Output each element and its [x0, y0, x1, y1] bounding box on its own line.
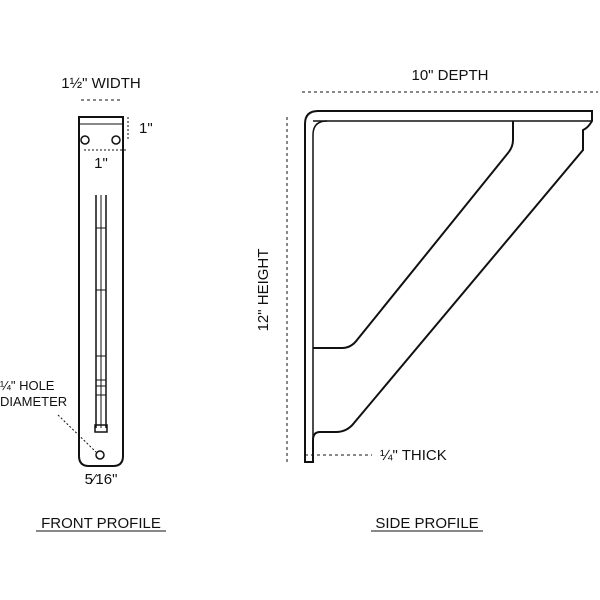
height-label: 12" HEIGHT [255, 249, 272, 332]
bottom-offset-label: 5⁄16" [85, 471, 118, 488]
side-gusset-cutout [313, 121, 514, 349]
width-label: 1½" WIDTH [61, 75, 141, 92]
hole-diameter-leader-line [57, 414, 97, 453]
hole-spacing-label: 1" [94, 155, 108, 172]
mounting-hole-left [80, 135, 90, 145]
top-offset-label: 1" [139, 120, 153, 137]
side-profile-caption: SIDE PROFILE [375, 515, 478, 532]
front-bracket-outline [78, 116, 124, 467]
hole-diameter-label-line2: DIAMETER [0, 394, 67, 409]
side-bracket-outline [304, 110, 593, 463]
mounting-hole-right [111, 135, 121, 145]
side-top-arm-corner [312, 120, 328, 136]
mounting-hole-bottom [95, 450, 105, 460]
depth-label: 10" DEPTH [411, 67, 488, 84]
hole-diameter-label-line1: ¼" HOLE [0, 378, 55, 393]
side-profile: 10" DEPTH 12" HEIGHT ¼" THICK SIDE PROFI… [255, 67, 598, 532]
front-profile-caption: FRONT PROFILE [41, 515, 161, 532]
front-profile: 1½" WIDTH 1" 1" ¼" HOLE DIAMETER 5⁄16" [0, 75, 166, 532]
thickness-label: ¼" THICK [380, 447, 447, 464]
front-web-bottom-slot [94, 424, 108, 433]
